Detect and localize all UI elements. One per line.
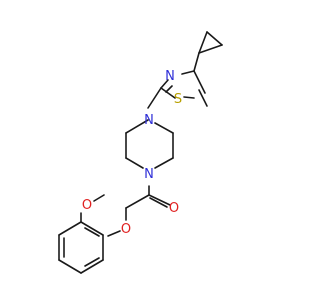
methoxy-o-label: O — [82, 198, 92, 213]
piperazine-ring — [125, 119, 174, 169]
aryl-ether-bond — [107, 230, 121, 237]
molecule-drawing: N S N N O O O — [58, 31, 223, 274]
methoxy-group — [80, 194, 105, 223]
acyl-linker — [125, 185, 171, 221]
thiazole-ring — [160, 70, 208, 107]
piperazine-n-top-label: N — [144, 113, 154, 128]
thiazole-s-label: S — [174, 92, 182, 107]
benzene-ring — [58, 221, 104, 274]
ether-o-label: O — [121, 222, 131, 237]
cyclopropyl-group — [193, 31, 223, 72]
structure-canvas: N S N N O O O — [58, 31, 223, 274]
carbonyl-o-label: O — [169, 201, 179, 216]
thiazole-n-label: N — [165, 69, 175, 84]
piperazine-n-bottom-label: N — [144, 167, 154, 182]
methylene-bond — [147, 87, 162, 109]
